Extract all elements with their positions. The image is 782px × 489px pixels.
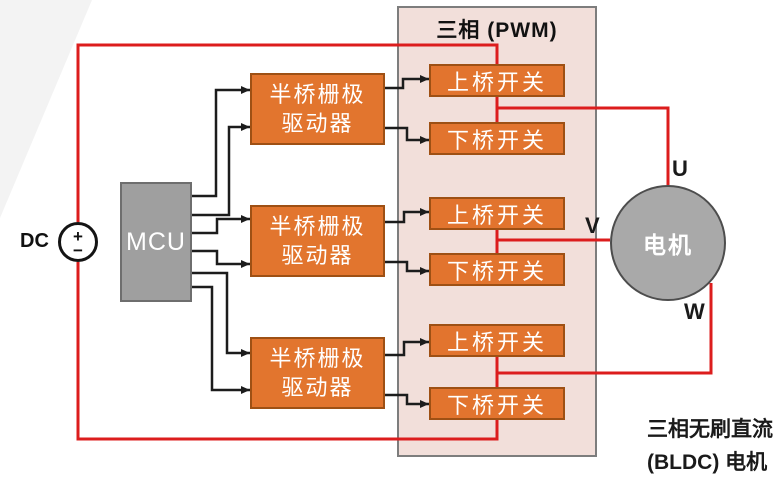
phase-u-label: U	[672, 156, 688, 181]
caption-line1: 三相无刷直流	[647, 418, 773, 441]
gate-driver-label-line1: 半桥栅极	[269, 214, 366, 239]
mcu-to-driver2-signal-a	[192, 215, 250, 235]
driver2-to-low-switch-wire	[385, 260, 429, 275]
driver1-to-high-switch-wire	[385, 75, 429, 90]
gate-driver-label-line2: 驱动器	[281, 111, 354, 136]
dc-source-symbol: + −	[58, 222, 98, 262]
phase-v-label: V	[585, 213, 600, 238]
mcu-to-driver1-signal-b	[192, 123, 250, 217]
dc-source-label: DC	[20, 230, 49, 252]
gate-driver-label-line2: 驱动器	[281, 243, 354, 268]
high-side-switch-3: 上桥开关	[429, 324, 565, 357]
dc-return-wire	[76, 262, 499, 441]
mcu-to-driver3-signal-a	[192, 271, 250, 357]
motor-circle: 电机	[610, 185, 726, 301]
low-side-switch-1: 下桥开关	[429, 122, 565, 155]
mcu-to-driver1-signal-a	[192, 86, 250, 198]
driver2-to-high-switch-wire	[385, 208, 429, 224]
phase-u-wire	[497, 106, 670, 185]
gate-driver-block-1: 半桥栅极 驱动器	[250, 73, 385, 145]
mcu-to-driver2-signal-b	[192, 249, 250, 268]
driver3-to-low-switch-wire	[385, 393, 429, 408]
dc-plus-sign: +	[73, 227, 83, 246]
phase-w-label: W	[684, 299, 705, 324]
high-side-switch-1: 上桥开关	[429, 64, 565, 97]
low-side-switch-3: 下桥开关	[429, 387, 565, 420]
driver3-to-high-switch-wire	[385, 338, 429, 357]
gate-driver-label-line2: 驱动器	[281, 375, 354, 400]
phase-w-wire	[497, 283, 713, 375]
mcu-label: MCU	[126, 227, 186, 256]
bldc-motor-caption: 三相无刷直流 (BLDC) 电机	[647, 413, 773, 479]
high-side-switch-2: 上桥开关	[429, 197, 565, 230]
driver1-to-low-switch-wire	[385, 126, 429, 144]
motor-label: 电机	[643, 232, 693, 258]
gate-driver-label-line1: 半桥栅极	[269, 346, 366, 371]
gate-driver-block-2: 半桥栅极 驱动器	[250, 205, 385, 277]
caption-line2: (BLDC) 电机	[647, 451, 768, 474]
gate-driver-block-3: 半桥栅极 驱动器	[250, 337, 385, 409]
gate-driver-label-line1: 半桥栅极	[269, 82, 366, 107]
low-side-switch-2: 下桥开关	[429, 253, 565, 286]
dc-minus-sign: −	[73, 241, 83, 260]
dc-positive-supply-wire	[76, 43, 499, 222]
mcu-block: MCU	[120, 182, 192, 302]
mcu-to-driver3-signal-b	[192, 285, 250, 394]
pwm-region-title: 三相 (PWM)	[436, 19, 558, 42]
